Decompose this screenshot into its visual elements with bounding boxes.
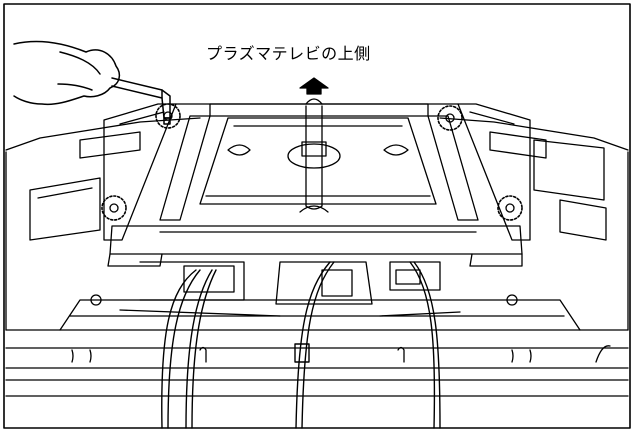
dashed-circle-icon <box>101 195 127 221</box>
tv-body <box>5 117 629 397</box>
cables <box>161 261 441 429</box>
dashed-circle-icon <box>437 105 463 131</box>
stand-top-bar <box>175 103 459 117</box>
dashed-circle-icon <box>155 103 181 129</box>
stand-front-bar <box>107 225 523 267</box>
dashed-circle-icon <box>497 195 523 221</box>
outer-frame <box>3 3 631 429</box>
stand-frame <box>159 105 479 221</box>
hex-wrench-icon <box>111 77 171 125</box>
up-arrow-icon <box>299 77 329 105</box>
hand-with-wrench <box>13 40 171 125</box>
diagram-caption: プラズマテレビの上側 <box>206 44 371 63</box>
bolt-markers <box>101 103 523 221</box>
